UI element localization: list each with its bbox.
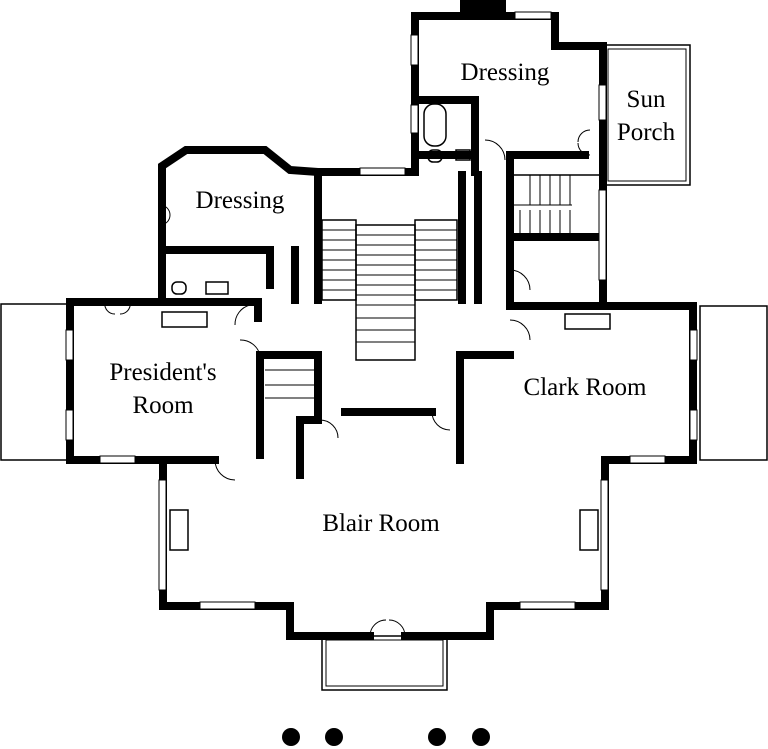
west-porch [0,303,71,461]
windows [65,11,698,610]
front-porch [321,635,448,691]
room-label-dressing-upper: Dressing [461,59,550,86]
sun-porch-inner [607,48,687,182]
room-label-dressing-left: Dressing [196,187,285,214]
back-staircase [265,174,601,399]
east-porch [699,305,768,461]
fireplaces [161,311,611,551]
room-label-sun-porch-1: Sun [627,86,666,113]
main-staircase [321,219,458,361]
room-label-blair: Blair Room [322,510,440,537]
room-label-clark: Clark Room [524,374,647,401]
front-porch-inner [325,639,444,687]
interior-walls [158,96,604,479]
sun-porch-outline [603,44,691,186]
doors [104,129,591,637]
bath-fixtures [171,103,471,295]
room-label-sun-porch-2: Porch [617,119,676,146]
room-label-presidents-2: Room [132,392,194,419]
room-label-presidents-1: President's [109,359,216,386]
front-columns [282,728,490,746]
